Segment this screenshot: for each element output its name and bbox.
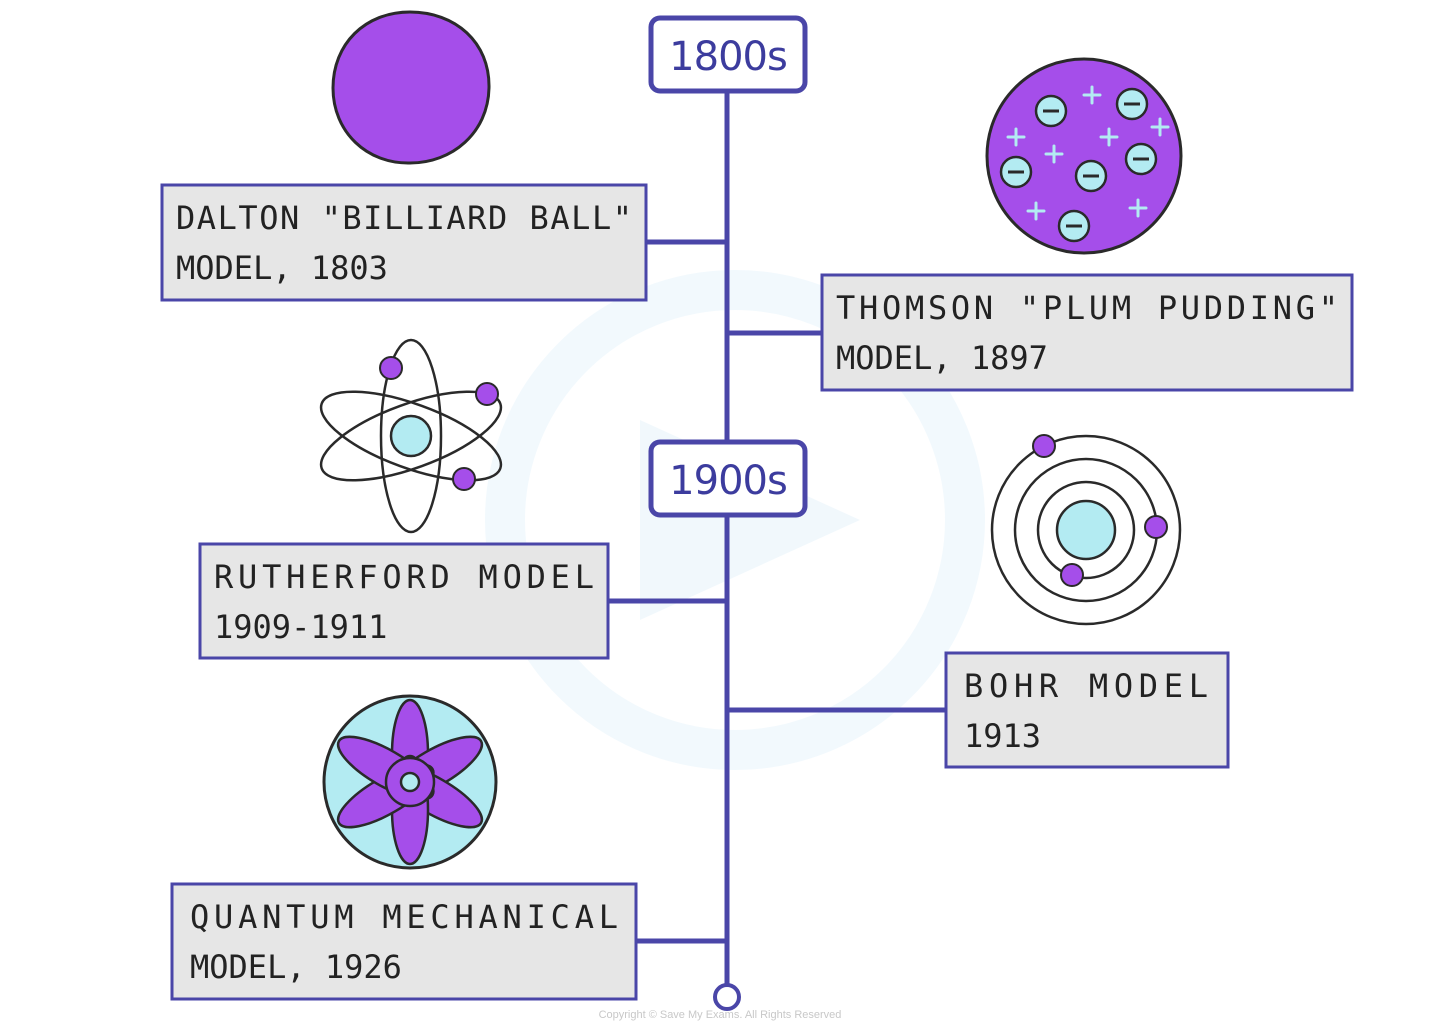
electron-icon	[379, 356, 403, 380]
bohr-label-box: BOHR MODEL 1913	[944, 651, 1230, 769]
thomson-label-line2: MODEL, 1897	[836, 339, 1048, 377]
quantum-label-line2: MODEL, 1926	[190, 948, 402, 986]
plus-icon	[1026, 201, 1046, 221]
electron-icon	[1032, 434, 1056, 458]
era-label-1900s: 1900s	[669, 458, 787, 504]
era-label-1800s: 1800s	[669, 34, 787, 80]
quantum-label-box: QUANTUM MECHANICAL MODEL, 1926	[170, 882, 638, 1001]
thomson-label-box: THOMSON "PLUM PUDDING" MODEL, 1897	[820, 273, 1354, 392]
electron-icon	[1057, 209, 1091, 243]
electron-icon	[475, 382, 499, 406]
era-box-1900s: 1900s	[648, 439, 808, 518]
plus-icon	[1150, 117, 1170, 137]
electron-icon	[1074, 159, 1108, 193]
dalton-label-line1: DALTON "BILLIARD BALL"	[176, 199, 632, 237]
bohr-label-line2: 1913	[964, 717, 1041, 755]
billiard-ball-atom-icon	[331, 10, 491, 165]
electron-charges	[999, 87, 1158, 243]
dalton-label-line2: MODEL, 1803	[176, 249, 388, 287]
nucleus-icon	[1055, 499, 1117, 561]
rutherford-label-box: RUTHERFORD MODEL 1909-1911	[198, 542, 610, 660]
electron-icon	[1034, 94, 1068, 128]
plus-icon	[1128, 198, 1148, 218]
electron-icon	[1060, 563, 1084, 587]
nuclear-atom-icon	[319, 338, 503, 534]
electron-icon	[452, 467, 476, 491]
electron-cloud-atom-icon	[322, 694, 498, 870]
bohr-orbit-atom-icon	[990, 434, 1182, 626]
dalton-label-box: DALTON "BILLIARD BALL" MODEL, 1803	[160, 183, 648, 302]
era-box-1800s: 1800s	[648, 15, 808, 94]
electron-icon	[1124, 142, 1158, 176]
nucleus-icon	[389, 414, 433, 458]
nucleus-icon	[399, 771, 421, 793]
proton-charges	[1006, 85, 1170, 221]
electron-icon	[999, 155, 1033, 189]
plum-pudding-atom-icon	[985, 57, 1183, 255]
copyright-notice: Copyright © Save My Exams. All Rights Re…	[599, 1009, 842, 1021]
electron-icon	[1115, 87, 1149, 121]
electron-icon	[1144, 515, 1168, 539]
plus-icon	[1044, 144, 1064, 164]
plus-icon	[1082, 85, 1102, 105]
plus-icon	[1099, 127, 1119, 147]
rutherford-label-line2: 1909-1911	[214, 608, 387, 646]
plus-icon	[1006, 127, 1026, 147]
timeline-end-marker	[713, 983, 741, 1011]
